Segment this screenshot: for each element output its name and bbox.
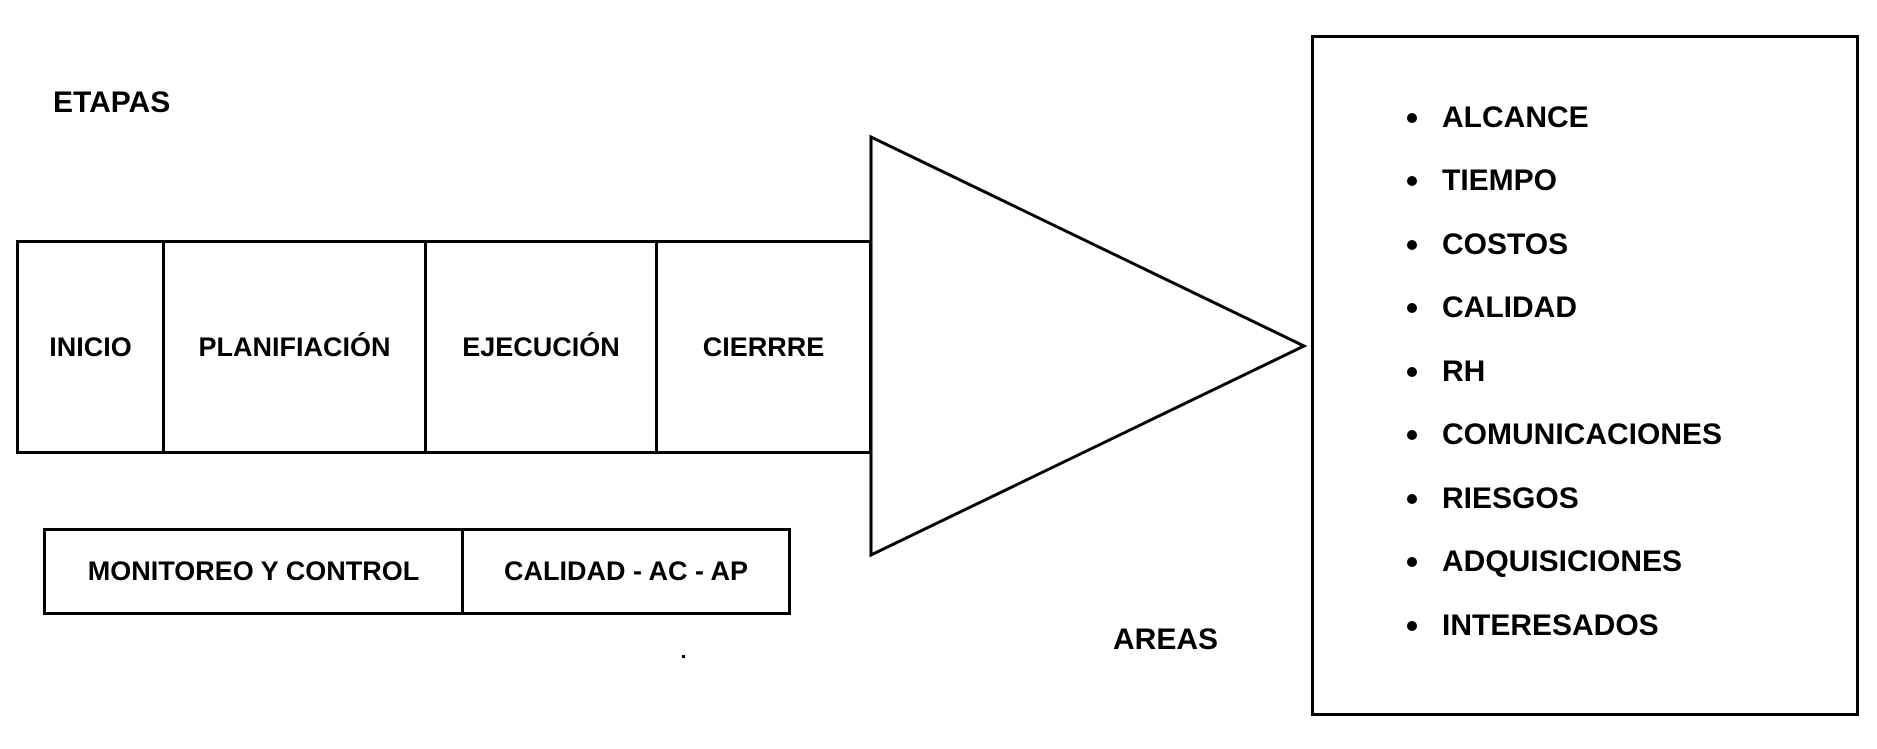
bullet-dot-icon bbox=[1407, 620, 1417, 631]
area-label: COMUNICACIONES bbox=[1442, 418, 1723, 452]
area-item-riesgos: RIESGOS bbox=[1407, 467, 1722, 531]
area-label: CALIDAD bbox=[1442, 291, 1577, 325]
quality-cell: CALIDAD - AC - AP bbox=[504, 556, 748, 586]
monitoring-row: MONITOREO Y CONTROL CALIDAD - AC - AP bbox=[43, 528, 791, 615]
area-label: ADQUISICIONES bbox=[1442, 545, 1683, 579]
area-label: RH bbox=[1442, 354, 1486, 388]
bullet-dot-icon bbox=[1407, 303, 1417, 314]
areas-title: AREAS bbox=[1113, 623, 1219, 656]
stage-ejecucion: EJECUCIÓN bbox=[427, 243, 658, 451]
stage-cierre: CIERRRE bbox=[658, 243, 872, 451]
area-label: ALCANCE bbox=[1442, 100, 1589, 134]
area-item-calidad: CALIDAD bbox=[1407, 277, 1722, 341]
area-item-alcance: ALCANCE bbox=[1407, 86, 1722, 150]
stage-planificacion: PLANIFIACIÓN bbox=[165, 243, 427, 451]
bullet-dot-icon bbox=[1407, 493, 1417, 504]
monitoring-control-cell: MONITOREO Y CONTROL bbox=[46, 531, 464, 612]
area-label: TIEMPO bbox=[1442, 164, 1558, 198]
area-label: COSTOS bbox=[1442, 227, 1569, 261]
areas-box: ALCANCE TIEMPO COSTOS CALIDAD RH COMUNIC… bbox=[1311, 35, 1859, 716]
bullet-dot-icon bbox=[1407, 366, 1417, 377]
stray-dot bbox=[682, 655, 685, 658]
area-item-rh: RH bbox=[1407, 340, 1722, 404]
bullet-dot-icon bbox=[1407, 112, 1417, 123]
area-item-interesados: INTERESADOS bbox=[1407, 594, 1722, 658]
area-label: INTERESADOS bbox=[1442, 608, 1659, 642]
area-item-comunicaciones: COMUNICACIONES bbox=[1407, 404, 1722, 468]
bullet-dot-icon bbox=[1407, 239, 1417, 250]
areas-list: ALCANCE TIEMPO COSTOS CALIDAD RH COMUNIC… bbox=[1407, 86, 1722, 658]
etapas-title: ETAPAS bbox=[53, 86, 171, 119]
area-label: RIESGOS bbox=[1442, 481, 1579, 515]
arrow-head-icon bbox=[869, 134, 1308, 558]
bullet-dot-icon bbox=[1407, 176, 1417, 187]
area-item-tiempo: TIEMPO bbox=[1407, 150, 1722, 214]
stage-inicio: INICIO bbox=[19, 243, 165, 451]
bullet-dot-icon bbox=[1407, 557, 1417, 568]
area-item-adquisiciones: ADQUISICIONES bbox=[1407, 531, 1722, 595]
stages-row: INICIO PLANIFIACIÓN EJECUCIÓN CIERRRE bbox=[16, 240, 872, 454]
bullet-dot-icon bbox=[1407, 430, 1417, 441]
arrow-head-shape bbox=[869, 134, 1308, 558]
area-item-costos: COSTOS bbox=[1407, 213, 1722, 277]
